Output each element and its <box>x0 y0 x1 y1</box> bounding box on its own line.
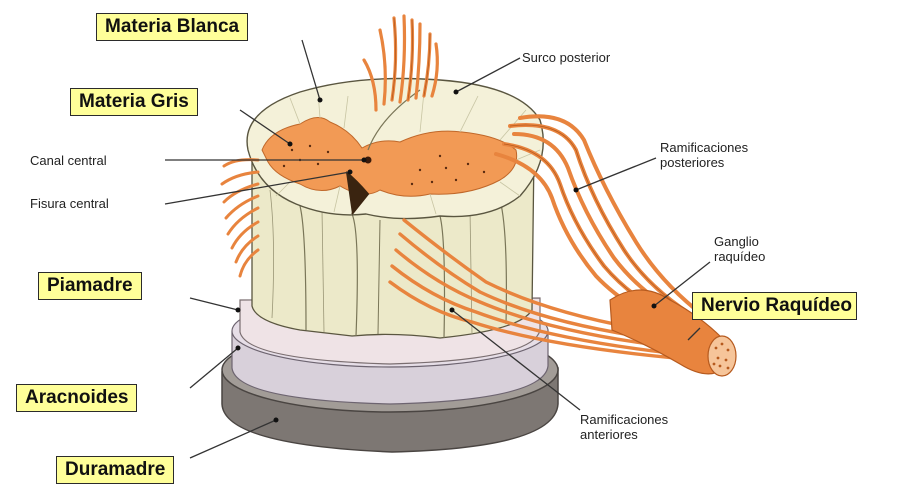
label-ramificaciones-anteriores-line2: anteriores <box>580 427 638 442</box>
label-duramadre: Duramadre <box>56 456 174 484</box>
label-canal-central: Canal central <box>30 153 107 168</box>
label-aracnoides: Aracnoides <box>16 384 137 412</box>
nerve-end-cut <box>708 336 736 376</box>
label-fisura-central: Fisura central <box>30 196 109 211</box>
label-ganglio-line2: raquídeo <box>714 249 765 264</box>
label-ramificaciones-posteriores-line2: posteriores <box>660 155 724 170</box>
label-nervio-raquideo: Nervio Raquídeo <box>692 292 857 320</box>
label-piamadre: Piamadre <box>38 272 142 300</box>
label-materia-gris: Materia Gris <box>70 88 198 116</box>
label-ganglio-line1: Ganglio <box>714 234 759 249</box>
label-ramificaciones-anteriores-line1: Ramificaciones <box>580 412 668 427</box>
cross-section-top <box>247 79 543 219</box>
label-ramificaciones-posteriores-line1: Ramificaciones <box>660 140 748 155</box>
label-surco-posterior: Surco posterior <box>522 50 610 65</box>
label-materia-blanca: Materia Blanca <box>96 13 248 41</box>
